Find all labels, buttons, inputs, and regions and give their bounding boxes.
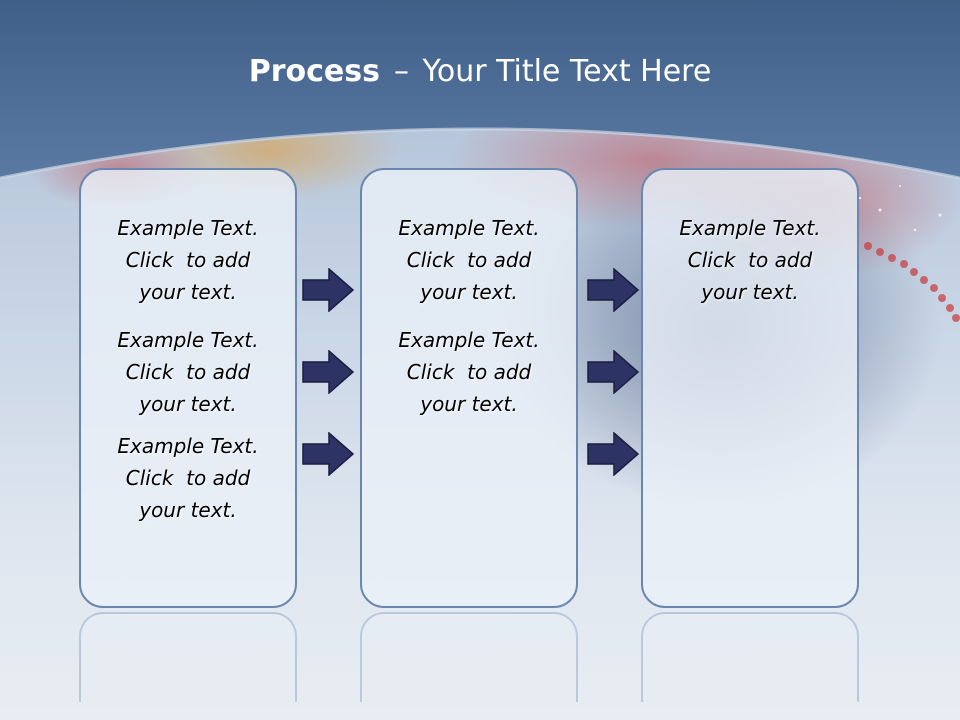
text-placeholder[interactable]: Example Text. Click to add your text. [369,324,569,420]
right-arrow-icon[interactable] [587,268,639,312]
sparkle-decoration [858,185,942,232]
title-bold-text: Process [248,54,380,89]
text-line: Click to add [125,466,251,490]
bead-string-decoration [864,242,960,322]
process-box-3[interactable]: Example Text. Click to add your text. [641,168,859,608]
header-band [0,0,960,178]
text-line: Click to add [125,360,251,384]
text-line: your text. [420,280,518,304]
text-line: Click to add [687,248,813,272]
box-reflection [641,612,859,702]
right-arrow-icon[interactable] [302,350,354,394]
text-line: your text. [139,498,237,522]
right-arrow-icon[interactable] [587,350,639,394]
text-line: Click to add [406,248,532,272]
slide-title[interactable]: Process– Your Title Text Here [0,54,960,89]
process-box-1[interactable]: Example Text. Click to add your text. Ex… [79,168,297,608]
text-placeholder[interactable]: Example Text. Click to add your text. [369,212,569,308]
text-line: Example Text. [679,216,821,240]
text-line: Click to add [406,360,532,384]
text-line: Example Text. [117,328,259,352]
right-arrow-icon[interactable] [587,432,639,476]
right-arrow-icon[interactable] [302,432,354,476]
text-line: your text. [139,392,237,416]
text-line: Example Text. [398,216,540,240]
text-line: your text. [139,280,237,304]
box-reflection [79,612,297,702]
text-line: Click to add [125,248,251,272]
text-placeholder[interactable]: Example Text. Click to add your text. [88,430,288,526]
process-box-2[interactable]: Example Text. Click to add your text. Ex… [360,168,578,608]
text-line: Example Text. [398,328,540,352]
right-arrow-icon[interactable] [302,268,354,312]
title-separator: – [393,54,409,89]
box-reflection [360,612,578,702]
text-line: your text. [420,392,518,416]
header-curve-line [0,127,960,180]
text-line: Example Text. [117,216,259,240]
text-line: Example Text. [117,434,259,458]
text-line: your text. [701,280,799,304]
title-rest-text: Your Title Text Here [422,54,712,89]
text-placeholder[interactable]: Example Text. Click to add your text. [88,324,288,420]
text-placeholder[interactable]: Example Text. Click to add your text. [88,212,288,308]
text-placeholder[interactable]: Example Text. Click to add your text. [650,212,850,308]
